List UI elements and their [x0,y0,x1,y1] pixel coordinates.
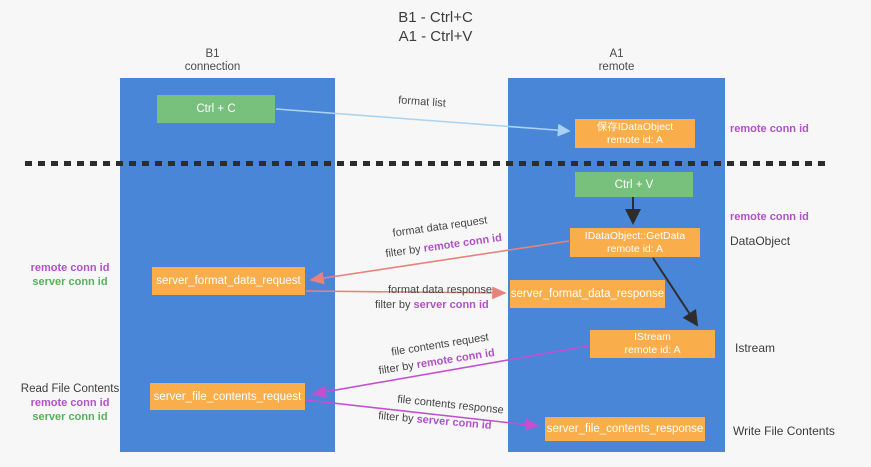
remote-conn-id-annotation-top: remote conn id [730,123,809,135]
lane-header-a1: A1 remote [508,48,725,74]
istream-line2: remote id: A [624,344,681,356]
remote-conn-id-text: remote conn id [422,231,503,255]
istream-line1: IStream [634,331,671,343]
lane-header-b1: B1 connection [105,48,320,74]
getdata-line1: IDataObject::GetData [584,229,686,242]
server-conn-id-annotation-left: server conn id [32,276,108,288]
server-format-data-response-label: server_format_data_response [510,288,665,300]
server-format-data-request-node: server_format_data_request [152,267,305,295]
filter-by-text: filter by [377,359,415,378]
ctrl-c-node: Ctrl + C [157,95,275,123]
remote-conn-id-annotation-mid: remote conn id [730,211,809,223]
server-file-contents-response-label: server_file_contents_response [546,423,704,435]
left-format-conn-id-group: remote conn id server conn id [15,261,125,289]
server-format-data-response-node: server_format_data_response [510,280,665,308]
dataobject-annotation: DataObject [730,234,791,248]
filter-by-text: filter by [377,410,415,426]
istream-node: IStream remote id: A [590,330,715,358]
server-file-contents-response-node: server_file_contents_response [545,417,705,441]
server-file-contents-request-label: server_file_contents_request [153,390,302,403]
title-line-1: B1 - Ctrl+C [398,9,473,26]
filter-by-text: filter by [384,243,422,261]
ctrl-v-label: Ctrl + V [614,178,654,191]
lane-b1-name: B1 [205,48,220,60]
save-idataobject-line1: 保存IDataObject [596,120,674,133]
lane-a1-name: A1 [609,48,624,60]
idataobject-getdata-node: IDataObject::GetData remote id: A [570,228,700,257]
server-file-contents-request-node: server_file_contents_request [150,383,305,410]
read-file-contents-annotation: Read File Contents [20,383,120,395]
server-conn-id-text: server conn id [416,413,493,432]
remote-conn-id-annotation-bottom: remote conn id [30,397,110,409]
save-idataobject-node: 保存IDataObject remote id: A [575,119,695,148]
ctrl-v-node: Ctrl + V [575,172,693,197]
istream-annotation: Istream [735,341,776,355]
filter-by-text: filter by [375,299,411,311]
format-data-response-filter-label: filter by server conn id [375,299,489,311]
server-conn-id-annotation-bottom: server conn id [32,411,108,423]
diagram-title: B1 - Ctrl+C A1 - Ctrl+V [0,8,871,46]
write-file-contents-annotation: Write File Contents [733,424,835,438]
server-format-data-request-label: server_format_data_request [156,275,301,287]
copy-paste-divider-dashed-line [25,161,831,166]
save-idataobject-line2: remote id: A [606,133,664,146]
lane-b1-role: connection [184,61,241,73]
server-conn-id-text: server conn id [413,299,489,311]
format-list-label: format list [397,94,447,110]
title-line-2: A1 - Ctrl+V [398,28,473,45]
lane-a1-role: remote [598,61,635,73]
left-file-conn-id-group: Read File Contents remote conn id server… [15,382,125,424]
ctrl-c-label: Ctrl + C [196,103,236,115]
remote-conn-id-annotation-left: remote conn id [30,262,110,274]
getdata-line2: remote id: A [606,242,664,255]
format-data-response-label: format data response [388,284,492,296]
